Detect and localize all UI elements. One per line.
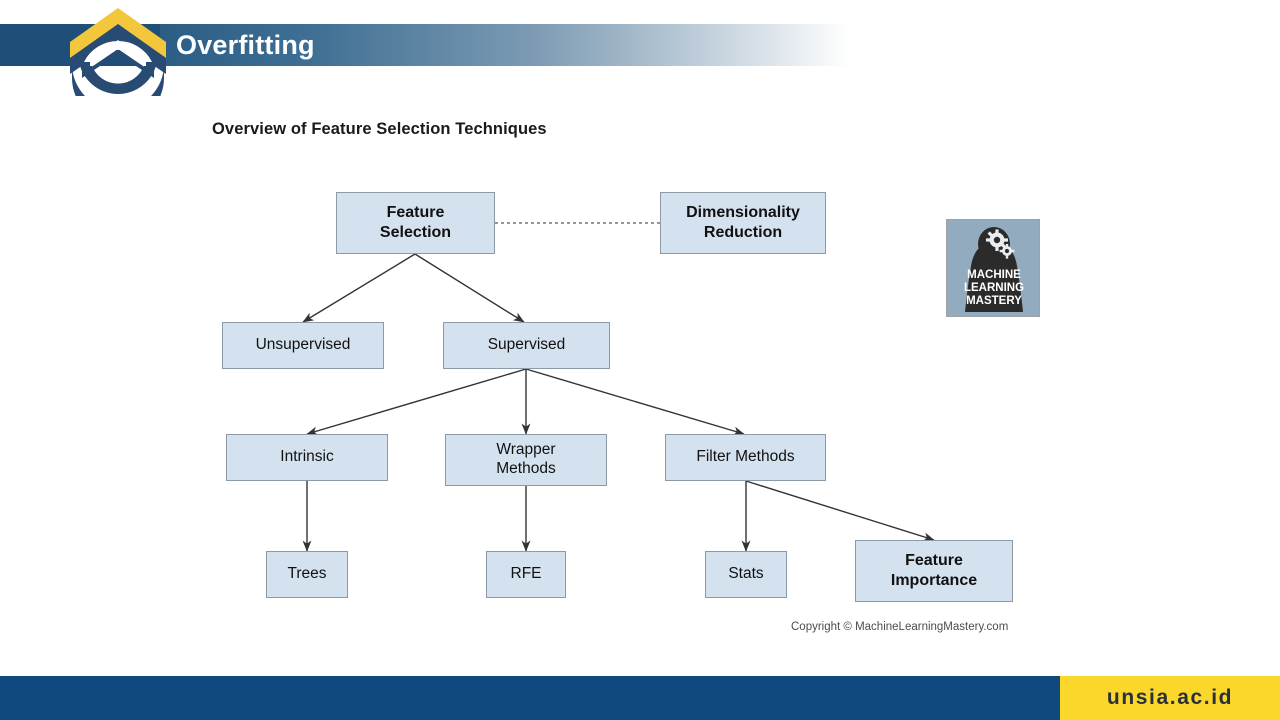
edge-supervised-to-filter-methods (525, 368, 745, 436)
node-label: RFE (510, 565, 542, 583)
node-feature-importance: Feature Importance (855, 540, 1013, 602)
unsia-shield-chevron-logo (70, 8, 166, 96)
badge-line-2: LEARNING (964, 282, 1024, 294)
badge-line-3: MASTERY (966, 295, 1022, 307)
node-stats: Stats (705, 551, 787, 598)
footer-url-label: unsia.ac.id (1106, 686, 1234, 709)
node-label: Dimensionality Reduction (686, 204, 800, 241)
badge-line-1: MACHINE (967, 269, 1021, 281)
node-label: Feature Importance (890, 552, 978, 589)
node-label: Feature Selection (379, 204, 452, 241)
diagram-title: Overview of Feature Selection Techniques (212, 120, 547, 138)
node-intrinsic: Intrinsic (226, 434, 388, 481)
node-label: Supervised (487, 336, 566, 354)
node-trees: Trees (266, 551, 348, 598)
node-rfe: RFE (486, 551, 566, 598)
node-unsupervised: Unsupervised (222, 322, 384, 369)
node-dimensionality-reduction: Dimensionality Reduction (660, 192, 826, 254)
node-feature-selection: Feature Selection (336, 192, 495, 254)
node-label: Trees (287, 565, 327, 583)
header-bar-gradient (160, 24, 850, 66)
node-label: Intrinsic (280, 448, 334, 466)
node-label: Filter Methods (696, 448, 795, 466)
edge-filter-methods-to-feature-importance (745, 480, 935, 542)
node-label: Stats (728, 565, 764, 583)
edge-supervised-to-intrinsic (306, 368, 527, 436)
footer-yellow-block (1060, 676, 1280, 720)
machine-learning-mastery-badge: MACHINE LEARNING MASTERY (946, 219, 1040, 317)
copyright-notice: Copyright © MachineLearningMastery.com (791, 621, 1009, 633)
footer-blue-bar (0, 676, 1060, 720)
slide-footer: unsia.ac.id (0, 676, 1280, 720)
node-label: Wrapper Methods (496, 441, 556, 477)
edge-feature-selection-to-unsupervised (302, 253, 416, 323)
node-supervised: Supervised (443, 322, 610, 369)
slide-header: Overfitting (0, 0, 1280, 100)
node-wrapper-methods: Wrapper Methods (445, 434, 607, 486)
node-filter-methods: Filter Methods (665, 434, 826, 481)
edge-feature-selection-to-supervised (414, 253, 525, 323)
node-label: Unsupervised (255, 336, 351, 354)
feature-selection-diagram: Overview of Feature Selection Techniques… (0, 100, 1280, 660)
page-title: Overfitting (176, 30, 315, 60)
diagram-connector-layer (302, 222, 935, 552)
